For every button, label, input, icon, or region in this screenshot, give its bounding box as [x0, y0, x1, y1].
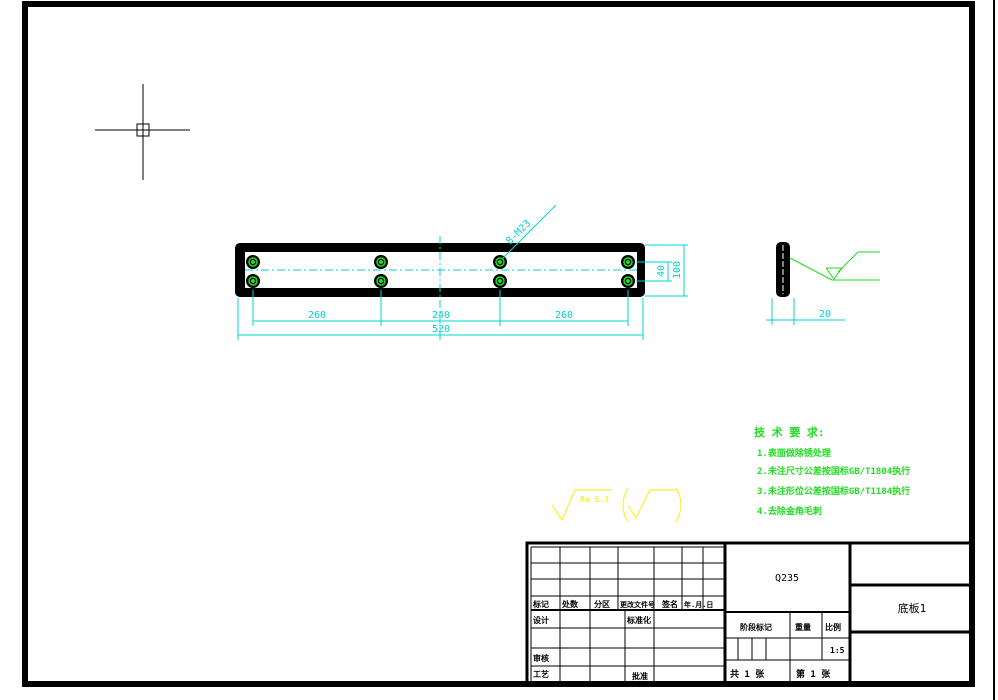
rev-header: 更改文件号 [620, 600, 655, 609]
review-label: 审核 [533, 653, 549, 663]
dim-thickness: 20 [819, 309, 831, 320]
surface-finish-symbol-icon: Ra 6.3 [551, 487, 682, 523]
technical-requirements: 技 术 要 求: 1.表面做除锈处理 2.未注尺寸公差按国标GB/T1804执行… [754, 425, 910, 517]
stage-mark-label: 阶段标记 [740, 622, 772, 632]
scale-value: 1:5 [830, 646, 845, 655]
tech-req-item: 4.去除金角毛刺 [757, 505, 822, 517]
sheet-number-label: 第 1 张 [796, 668, 831, 680]
material-text: Q235 [775, 573, 799, 584]
part-name-text: 底板1 [898, 601, 927, 615]
crosshair-cursor-icon [95, 84, 190, 180]
bolt-hole [246, 274, 260, 288]
drawing-frame [22, 1, 975, 687]
dim-inner-height: 40 [656, 265, 667, 277]
tech-req-item: 2.未注尺寸公差按国标GB/T1804执行 [757, 465, 910, 477]
rev-header: 处数 [561, 599, 579, 609]
title-block: 标记 处数 分区 更改文件号 签名 年.月.日 设计 标准化 审核 工艺 批准 … [525, 541, 974, 686]
dim-overall-height: 100 [672, 261, 683, 279]
plate-side-view[interactable]: 20 [766, 242, 845, 325]
dim-spacing-left: 260 [308, 310, 326, 321]
surface-finish-text: Ra 6.3 [580, 495, 609, 504]
dim-spacing-right: 260 [555, 310, 573, 321]
tech-req-item: 3.未注形位公差按国标GB/T1184执行 [757, 485, 910, 497]
vertical-dimensions: 40 100 [636, 244, 688, 297]
weight-label: 重量 [795, 622, 811, 632]
dim-spacing-middle: 240 [432, 310, 450, 321]
tech-req-item: 1.表面做除锈处理 [757, 447, 831, 459]
rev-header: 年.月.日 [684, 600, 713, 609]
rev-header: 分区 [594, 599, 610, 609]
tech-req-title: 技 术 要 求: [754, 425, 825, 439]
rev-header: 标记 [532, 599, 549, 609]
bolt-hole [374, 255, 388, 269]
sheets-total-label: 共 1 张 [730, 668, 765, 680]
rev-header: 签名 [661, 599, 678, 609]
dim-overall-length: 520 [432, 324, 450, 335]
bolt-hole [246, 255, 260, 269]
bolt-hole [621, 274, 635, 288]
weld-symbol-icon [789, 251, 880, 281]
bolt-holes [246, 255, 635, 288]
plate-front-view[interactable] [235, 236, 645, 340]
standardization-label: 标准化 [626, 615, 651, 625]
scale-label: 比例 [825, 622, 841, 632]
bolt-hole [493, 274, 507, 288]
bolt-hole [374, 274, 388, 288]
bolt-hole [621, 255, 635, 269]
bolt-hole [493, 255, 507, 269]
horizontal-dimensions: 260 240 260 520 [237, 290, 644, 340]
process-label: 工艺 [533, 669, 549, 679]
approve-label: 批准 [632, 671, 648, 681]
designer-label: 设计 [533, 615, 549, 625]
